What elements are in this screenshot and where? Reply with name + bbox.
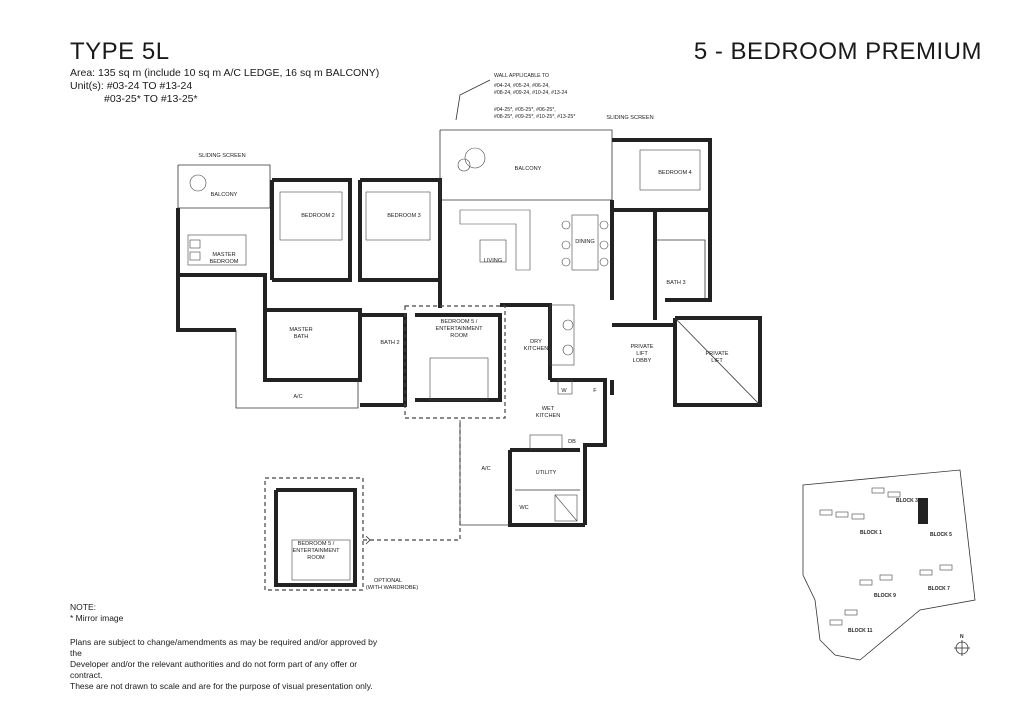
label-optional-bedroom-5-line-2: ENTERTAINMENT [292,548,340,554]
label-db: DB [568,439,576,445]
site-label-block-1: BLOCK 1 [860,530,882,536]
disclaimer: Plans are subject to change/amendments a… [70,637,380,692]
label-private-lift-1: PRIVATE [705,351,728,357]
label-bedroom-5-line-3: ROOM [450,333,468,339]
wall-note-line-1: #04-24, #05-24, #06-24, [494,83,550,89]
label-utility: UTILITY [536,470,557,476]
label-master-bath-1: MASTER [289,327,312,333]
units-info-line-1: Unit(s): #03-24 TO #13-24 [70,80,193,92]
wall-note-line-3: #04-25*, #05-25*, #06-25*, [494,107,556,113]
label-balcony-left: BALCONY [211,192,238,198]
label-ac-lower: A/C [481,466,490,472]
disclaimer-line-1: Plans are subject to change/amendments a… [70,637,378,658]
wall-note-line-4: #08-25*, #09-25*, #10-25*, #13-25* [494,114,575,120]
label-w: W [561,388,567,394]
area-info: Area: 135 sq m (include 10 sq m A/C LEDG… [70,67,380,79]
site-label-block-5: BLOCK 5 [930,532,952,538]
site-label-block-9: BLOCK 9 [874,593,896,599]
label-wet-kitchen-1: WET [542,406,555,412]
label-master-bath-2: BATH [294,334,309,340]
north-arrow-icon: N [954,634,970,656]
label-sliding-screen-right: SLIDING SCREEN [606,115,653,121]
label-master-bedroom-1: MASTER [212,252,235,258]
label-bedroom-5-line-1: BEDROOM 5 / [441,319,478,325]
site-plan: BLOCK 1 BLOCK 3 BLOCK 5 BLOCK 7 BLOCK 9 … [802,469,976,661]
label-dining: DINING [575,239,595,245]
label-ac-left: A/C [293,394,302,400]
site-label-block-3: BLOCK 3 [896,498,918,504]
units-info-line-2: #03-25* TO #13-25* [104,93,198,105]
wall-note-leader [455,79,491,121]
wall-note-title: WALL APPLICABLE TO [494,73,549,79]
label-f: F [593,388,597,394]
label-lift-lobby-2: LIFT [636,351,648,357]
label-bedroom-2: BEDROOM 2 [301,213,335,219]
label-balcony-main: BALCONY [515,166,542,172]
mirror-note: * Mirror image [70,613,124,623]
label-sliding-screen-left: SLIDING SCREEN [198,153,245,159]
label-wc: WC [519,505,528,511]
label-dry-kitchen-1: DRY [530,339,542,345]
label-bath-3: BATH 3 [666,280,685,286]
north-label: N [960,634,964,640]
note-block: NOTE: * Mirror image [70,602,123,624]
site-label-block-11: BLOCK 11 [848,628,873,634]
unit-type-title: TYPE 5L [70,38,170,65]
site-boundary [802,469,976,661]
disclaimer-line-3: These are not drawn to scale and are for… [70,681,373,691]
label-bedroom-5-line-2: ENTERTAINMENT [435,326,483,332]
bedroom-type-title: 5 - BEDROOM PREMIUM [693,38,982,65]
label-optional-bedroom-5-line-3: ROOM [307,555,325,561]
label-lift-lobby-1: PRIVATE [630,344,653,350]
label-optional-bedroom-5-line-1: BEDROOM 5 / [298,541,335,547]
room-labels: SLIDING SCREEN SLIDING SCREEN BALCONY BA… [198,115,728,591]
optional-bedroom-5 [264,420,461,591]
label-optional-1: OPTIONAL [374,578,402,584]
label-optional-2: (WITH WARDROBE) [366,585,418,591]
label-lift-lobby-3: LOBBY [633,358,652,364]
wall-note-line-2: #08-24, #09-24, #10-24, #13-24 [494,90,567,96]
label-living: LIVING [484,258,502,264]
disclaimer-line-2: Developer and/or the relevant authoritie… [70,659,358,680]
label-bath-2: BATH 2 [380,340,399,346]
label-private-lift-2: LIFT [711,358,723,364]
label-master-bedroom-2: BEDROOM [210,259,239,265]
label-bedroom-3: BEDROOM 3 [387,213,421,219]
label-wet-kitchen-2: KITCHEN [536,413,561,419]
furniture [187,147,761,581]
bedroom-5-dashed-outline [404,305,506,419]
highlighted-block [918,498,928,524]
wall-note: WALL APPLICABLE TO #04-24, #05-24, #06-2… [455,73,575,121]
note-title: NOTE: [70,602,96,612]
site-label-block-7: BLOCK 7 [928,586,950,592]
label-bedroom-4: BEDROOM 4 [658,170,692,176]
label-dry-kitchen-2: KITCHEN [524,346,549,352]
